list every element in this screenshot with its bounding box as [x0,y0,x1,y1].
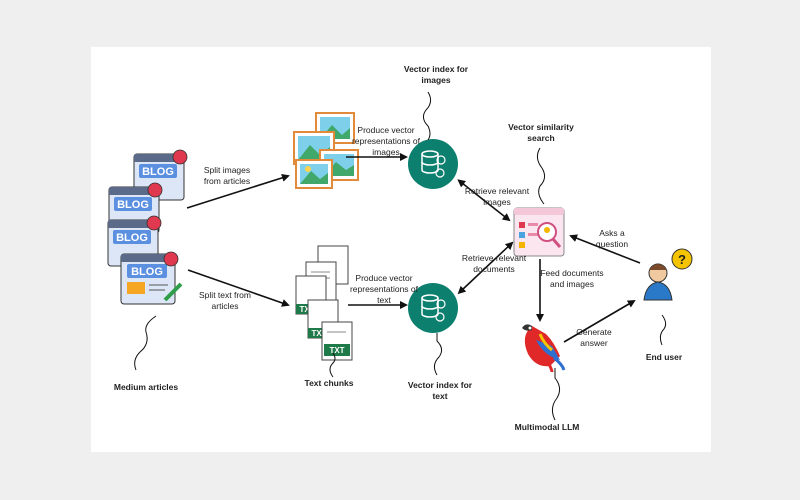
txt-text: TXT [329,346,344,355]
vector-index-images-icon [408,139,458,189]
feed-documents-label: Feed documents and images [540,268,604,289]
multimodal-llm-label: Multimodal LLM [514,422,580,432]
medium-articles-label: Medium articles [113,382,179,392]
produce-vector-text-label: Produce vector representations of text [349,273,419,305]
svg-text:?: ? [678,252,686,267]
split-text-label: Split text from articles [199,290,251,311]
split-images-label: Split images from articles [203,165,251,186]
vector-index-text-icon [408,283,458,333]
text-chunks-label: Text chunks [304,378,354,388]
produce-vector-images-label: Produce vector representations of images [351,125,421,157]
text-chunks-icon: TXT TXT TXT [295,245,353,361]
generate-answer-label: Generate answer [576,327,612,348]
blog-text: BLOG [131,266,163,278]
blog-card-icon: BLOG [120,251,183,305]
flow-arrows [186,153,641,343]
txt-text: TXT [299,305,314,314]
search-window-icon [513,207,565,257]
retrieve-documents-label: Retrieve relevant documents [461,253,527,274]
vector-index-text-label: Vector index for text [407,380,473,401]
end-user-label: End user [645,352,683,362]
end-user-icon: ? [643,248,693,301]
blog-text: BLOG [117,199,149,211]
blog-cards-icon: BLOG BLOG BLOG BLOG [107,149,188,305]
vector-index-images-label: Vector index for images [403,64,469,85]
retrieve-images-label: Retrieve relevant images [464,186,530,207]
vector-similarity-search-label: Vector similarity search [508,122,574,143]
images-stack-icon [293,112,359,189]
parrot-icon [522,324,566,373]
txt-text: TXT [311,329,326,338]
blog-text: BLOG [116,232,148,244]
blog-text: BLOG [142,166,174,178]
callout-lines [134,91,667,421]
asks-question-label: Asks a question [595,228,629,249]
